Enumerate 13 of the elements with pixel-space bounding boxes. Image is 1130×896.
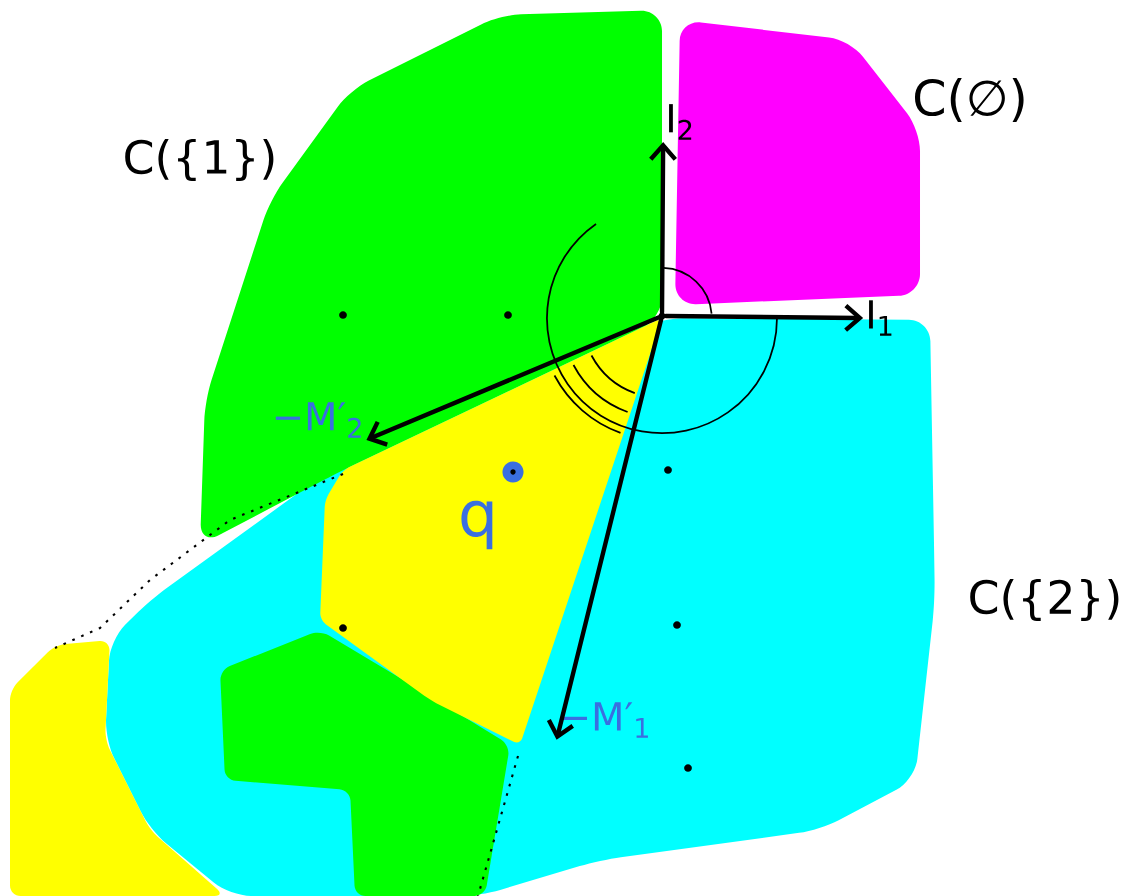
vector-label: I$_{2}$ xyxy=(669,104,692,140)
region-label: C({2}) xyxy=(970,578,1119,622)
region-label: C({1}) xyxy=(125,138,274,182)
vector-label: I$_{1}$ xyxy=(869,300,892,336)
arrow xyxy=(366,315,661,447)
arrow xyxy=(546,317,664,740)
arrow xyxy=(649,141,677,315)
region-label: C(∅) xyxy=(914,78,1024,122)
region-label: q xyxy=(461,500,493,550)
vector-label: −M′$_{2}$ xyxy=(275,402,361,438)
vertex-point xyxy=(658,312,666,320)
vector-label: −M′$_{1}$ xyxy=(562,702,648,738)
arrow xyxy=(663,303,864,332)
